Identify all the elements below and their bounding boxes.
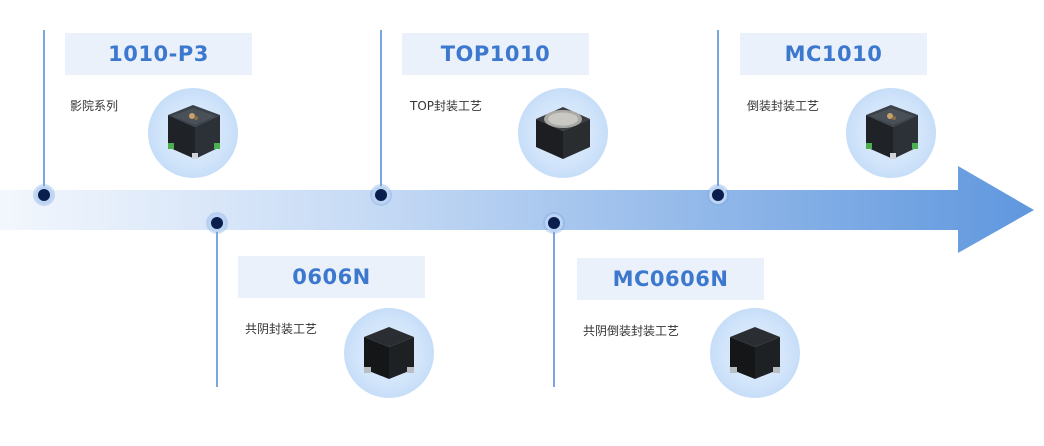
milestone-title-4: MC0606N [577,258,764,300]
led-chip-rgb-icon [866,105,918,159]
milestone-subtitle-1: 影院系列 [70,99,119,113]
milestone-image-3 [518,88,608,178]
milestone-dot-4 [545,214,563,232]
milestone-dot-3 [372,186,390,204]
led-chip-rgb-icon [168,105,220,159]
milestone-line-1 [43,30,45,195]
milestone-dot-1 [35,186,53,204]
led-chip-black-icon [730,327,780,379]
milestone-image-1 [148,88,238,178]
milestone-image-2 [344,308,434,398]
milestone-line-3 [380,30,382,195]
milestone-image-4 [710,308,800,398]
milestone-title-5: MC1010 [740,33,927,75]
milestone-subtitle-5: 倒装封装工艺 [747,99,820,113]
milestone-line-2 [216,222,218,387]
milestone-title-3: TOP1010 [402,33,589,75]
led-chip-top-icon [536,107,590,159]
milestone-line-4 [553,222,555,387]
milestone-subtitle-4: 共阴倒装封装工艺 [583,324,680,338]
milestone-subtitle-3: TOP封装工艺 [410,99,483,113]
milestone-image-5 [846,88,936,178]
milestone-dot-2 [208,214,226,232]
milestone-subtitle-2: 共阴封装工艺 [245,322,318,336]
led-chip-black-icon [364,327,414,379]
milestone-title-1: 1010-P3 [65,33,252,75]
milestone-dot-5 [709,186,727,204]
milestone-title-2: 0606N [238,256,425,298]
milestone-line-5 [717,30,719,195]
